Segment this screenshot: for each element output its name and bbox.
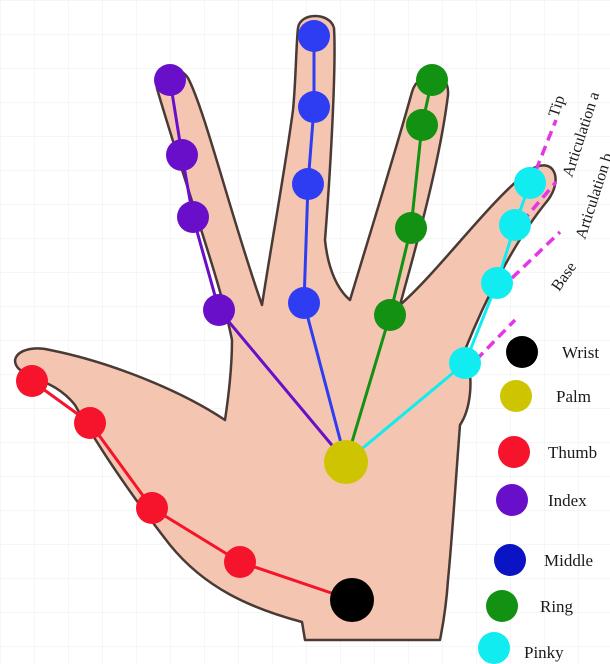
legend-swatch-middle — [494, 544, 526, 576]
middle-joint-b — [292, 168, 324, 200]
pinky-joint-a — [499, 209, 531, 241]
pinky-joint-tip — [514, 167, 546, 199]
legend-swatch-thumb — [498, 436, 530, 468]
legend-label-wrist: Wrist — [562, 343, 599, 362]
thumb-joint-base — [224, 546, 256, 578]
ring-joint-base — [374, 299, 406, 331]
legend-label-palm: Palm — [556, 387, 591, 406]
thumb-joint-b — [136, 492, 168, 524]
legend-swatch-palm — [500, 380, 532, 412]
thumb-joint-tip — [16, 365, 48, 397]
legend-label-thumb: Thumb — [548, 443, 597, 462]
legend-swatch-index — [496, 484, 528, 516]
index-joint-a — [166, 139, 198, 171]
ring-joint-tip — [416, 64, 448, 96]
pinky-joint-base — [449, 347, 481, 379]
legend-label-ring: Ring — [540, 597, 574, 616]
legend-swatch-ring — [486, 590, 518, 622]
legend-swatch-wrist — [506, 336, 538, 368]
legend-label-middle: Middle — [544, 551, 593, 570]
legend-label-index: Index — [548, 491, 587, 510]
index-joint-base — [203, 294, 235, 326]
palm-joint — [324, 440, 368, 484]
wrist-joint — [330, 578, 374, 622]
ring-joint-a — [406, 109, 438, 141]
thumb-joint-a — [74, 407, 106, 439]
index-joint-tip — [154, 64, 186, 96]
middle-joint-a — [298, 91, 330, 123]
ring-joint-b — [395, 212, 427, 244]
pinky-joint-b — [481, 267, 513, 299]
middle-joint-base — [288, 287, 320, 319]
legend-swatch-pinky — [478, 632, 510, 664]
legend-label-pinky: Pinky — [524, 643, 564, 662]
middle-joint-tip — [298, 20, 330, 52]
index-joint-b — [177, 201, 209, 233]
